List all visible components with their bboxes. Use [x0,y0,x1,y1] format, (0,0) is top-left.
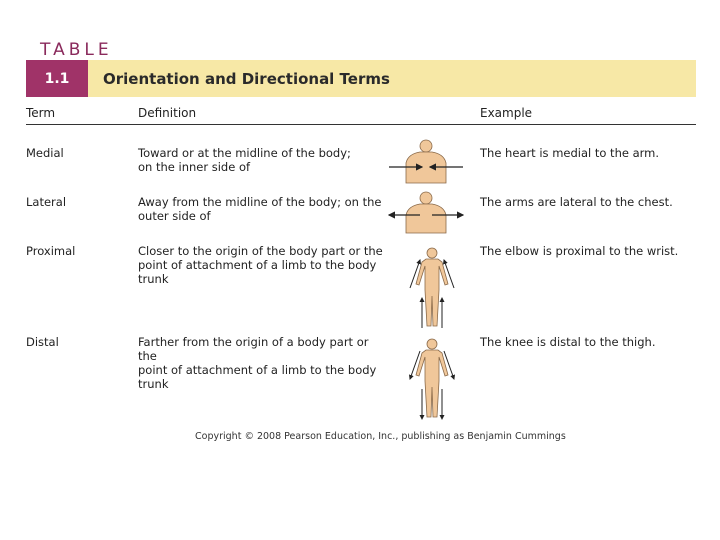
example-text: The elbow is proximal to the wrist. [480,244,679,258]
table-number: 1.1 [26,60,88,97]
copyright-notice: Copyright © 2008 Pearson Education, Inc.… [195,431,566,442]
definition-line: Away from the midline of the body; on th… [138,195,382,209]
example-text: The arms are lateral to the chest. [480,195,673,209]
definition-text: Toward or at the midline of the body; on… [138,146,383,174]
body-proximal-arrows-icon [409,247,455,328]
table-row: Proximal Closer to the origin of the bod… [26,244,696,334]
definition-text: Closer to the origin of the body part or… [138,244,383,286]
torso-inward-arrows-icon [389,139,463,184]
definition-line: trunk [138,377,169,391]
definition-line: on the inner side of [138,160,251,174]
term-label: Distal [26,335,59,349]
definition-line: outer side of [138,209,211,223]
definition-text: Farther from the origin of a body part o… [138,335,383,391]
term-label: Proximal [26,244,76,258]
table-row: Distal Farther from the origin of a body… [26,335,696,425]
term-label: Lateral [26,195,67,209]
example-text: The knee is distal to the thigh. [480,335,656,349]
body-distal-arrows-icon [408,338,456,420]
definition-line: Toward or at the midline of the body; [138,146,351,160]
column-header-term: Term [26,106,56,120]
table-row: Lateral Away from the midline of the bod… [26,191,696,240]
table-row: Medial Toward or at the midline of the b… [26,139,696,191]
column-header-row: Term Definition Example [26,104,696,125]
title-band: 1.1 Orientation and Directional Terms [26,60,696,97]
definition-line: Farther from the origin of a body part o… [138,335,369,363]
definition-line: point of attachment of a limb to the bod… [138,258,377,272]
table-title: Orientation and Directional Terms [103,69,390,88]
definition-text: Away from the midline of the body; on th… [138,195,383,223]
column-header-example: Example [480,106,533,120]
definition-line: trunk [138,272,169,286]
table-kicker: TABLE [40,40,113,60]
example-text: The heart is medial to the arm. [480,146,660,160]
definition-line: Closer to the origin of the body part or… [138,244,383,258]
term-label: Medial [26,146,64,160]
definition-line: point of attachment of a limb to the bod… [138,363,377,377]
column-header-definition: Definition [138,106,197,120]
torso-outward-arrows-icon [387,191,465,234]
